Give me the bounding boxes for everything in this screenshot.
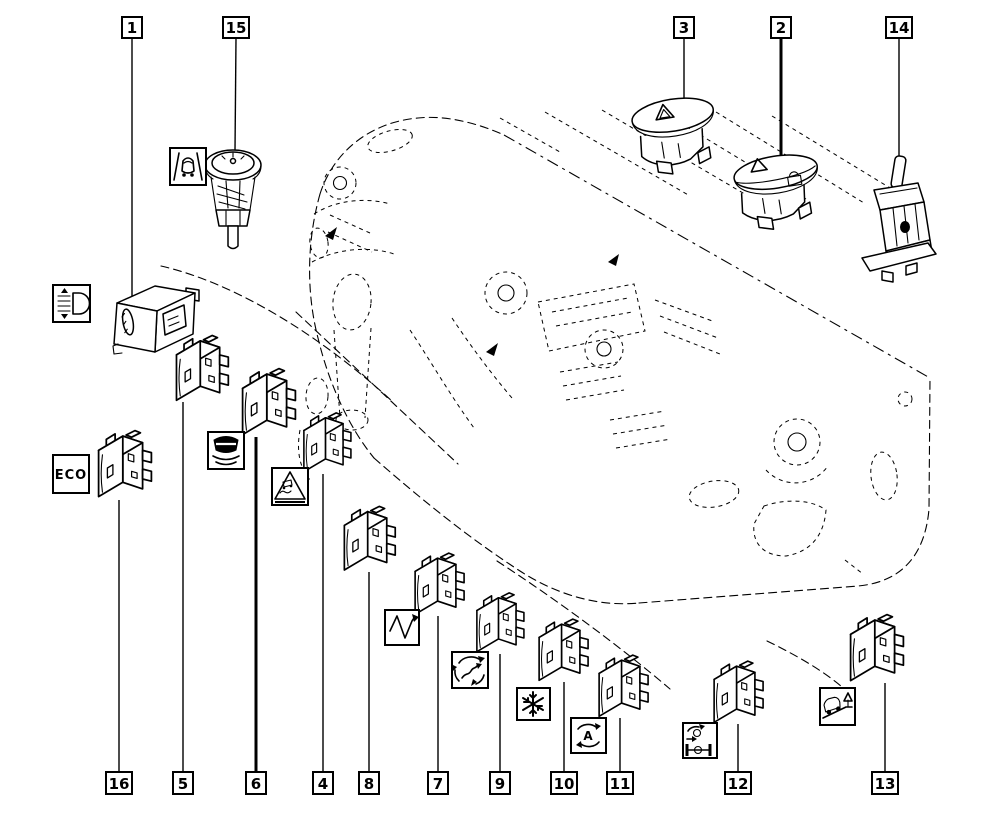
dashboard-sketch bbox=[298, 109, 931, 605]
callout-10-label: 10 bbox=[554, 775, 575, 793]
switch-4-drawing[interactable] bbox=[303, 412, 352, 473]
switch-3-drawing[interactable] bbox=[630, 93, 723, 179]
sway-control-icon bbox=[451, 651, 489, 689]
callout-13[interactable]: 13 bbox=[871, 771, 899, 795]
eco-mode-icon: ECO bbox=[52, 454, 90, 494]
callout-4[interactable]: 4 bbox=[312, 771, 334, 795]
headlight-leveling-icon bbox=[52, 284, 91, 323]
callout-13-label: 13 bbox=[875, 775, 896, 793]
callout-15-label: 15 bbox=[226, 19, 247, 37]
callout-2[interactable]: 2 bbox=[770, 16, 792, 39]
switch-14-drawing[interactable] bbox=[861, 155, 937, 283]
callout-leader-lines bbox=[118, 37, 900, 772]
switch-13-drawing[interactable] bbox=[849, 613, 905, 682]
switch-5-drawing[interactable] bbox=[175, 334, 230, 402]
callout-16-label: 16 bbox=[109, 775, 130, 793]
arrow-marker bbox=[608, 254, 619, 266]
callout-3[interactable]: 3 bbox=[673, 16, 695, 39]
callout-1-label: 1 bbox=[127, 19, 137, 37]
callout-6-label: 6 bbox=[251, 775, 261, 793]
switch-1-drawing[interactable] bbox=[112, 285, 200, 355]
callout-11-label: 11 bbox=[610, 775, 631, 793]
mounting-leader-lines bbox=[160, 265, 850, 694]
parking-sensor-icon bbox=[207, 431, 245, 470]
callouts: 1 15 3 2 14 16 5 6 bbox=[105, 16, 913, 795]
switch-6-drawing[interactable] bbox=[241, 367, 297, 436]
callout-6[interactable]: 6 bbox=[245, 771, 267, 795]
speed-limiter-icon bbox=[384, 609, 420, 646]
snowflake-icon bbox=[516, 687, 551, 721]
switch-10-drawing[interactable] bbox=[538, 618, 589, 682]
arrow-marker bbox=[325, 227, 337, 240]
switch-12-drawing[interactable] bbox=[713, 660, 764, 724]
callout-9[interactable]: 9 bbox=[489, 771, 511, 795]
callout-5-label: 5 bbox=[178, 775, 188, 793]
switch-8-drawing[interactable] bbox=[343, 505, 397, 571]
callout-3-label: 3 bbox=[679, 19, 689, 37]
lane-departure-icon bbox=[169, 147, 207, 186]
switch-15-drawing[interactable] bbox=[204, 149, 262, 250]
switch-7-drawing[interactable] bbox=[414, 552, 465, 616]
callout-2-label: 2 bbox=[776, 19, 786, 37]
callout-8-label: 8 bbox=[364, 775, 374, 793]
callout-9-label: 9 bbox=[495, 775, 505, 793]
switch-2-drawing[interactable] bbox=[732, 150, 826, 234]
callout-4-label: 4 bbox=[318, 775, 328, 793]
lock-glyph bbox=[787, 171, 803, 187]
arrow-marker bbox=[486, 343, 498, 356]
callout-16[interactable]: 16 bbox=[105, 771, 133, 795]
callout-14[interactable]: 14 bbox=[885, 16, 913, 39]
auto-stop-start-icon: A bbox=[570, 717, 607, 754]
callout-15[interactable]: 15 bbox=[222, 16, 250, 39]
callout-12-label: 12 bbox=[728, 775, 749, 793]
four-wheel-drive-icon bbox=[682, 722, 718, 759]
callout-5[interactable]: 5 bbox=[172, 771, 194, 795]
callout-14-label: 14 bbox=[889, 19, 910, 37]
hazard-triangle-glyph bbox=[750, 158, 768, 173]
eco-label: ECO bbox=[55, 468, 87, 483]
switch-9-drawing[interactable] bbox=[476, 592, 525, 653]
hazard-triangle-glyph bbox=[655, 103, 675, 121]
callout-10[interactable]: 10 bbox=[550, 771, 578, 795]
callout-7-label: 7 bbox=[433, 775, 443, 793]
callout-11[interactable]: 11 bbox=[606, 771, 634, 795]
callout-8[interactable]: 8 bbox=[358, 771, 380, 795]
callout-12[interactable]: 12 bbox=[724, 771, 752, 795]
slip-warning-icon bbox=[271, 467, 309, 506]
callout-1[interactable]: 1 bbox=[121, 16, 143, 39]
callout-7[interactable]: 7 bbox=[427, 771, 449, 795]
auto-stop-start-letter: A bbox=[583, 729, 593, 743]
hill-descent-icon bbox=[819, 687, 856, 726]
switch-16-drawing[interactable] bbox=[97, 429, 153, 498]
